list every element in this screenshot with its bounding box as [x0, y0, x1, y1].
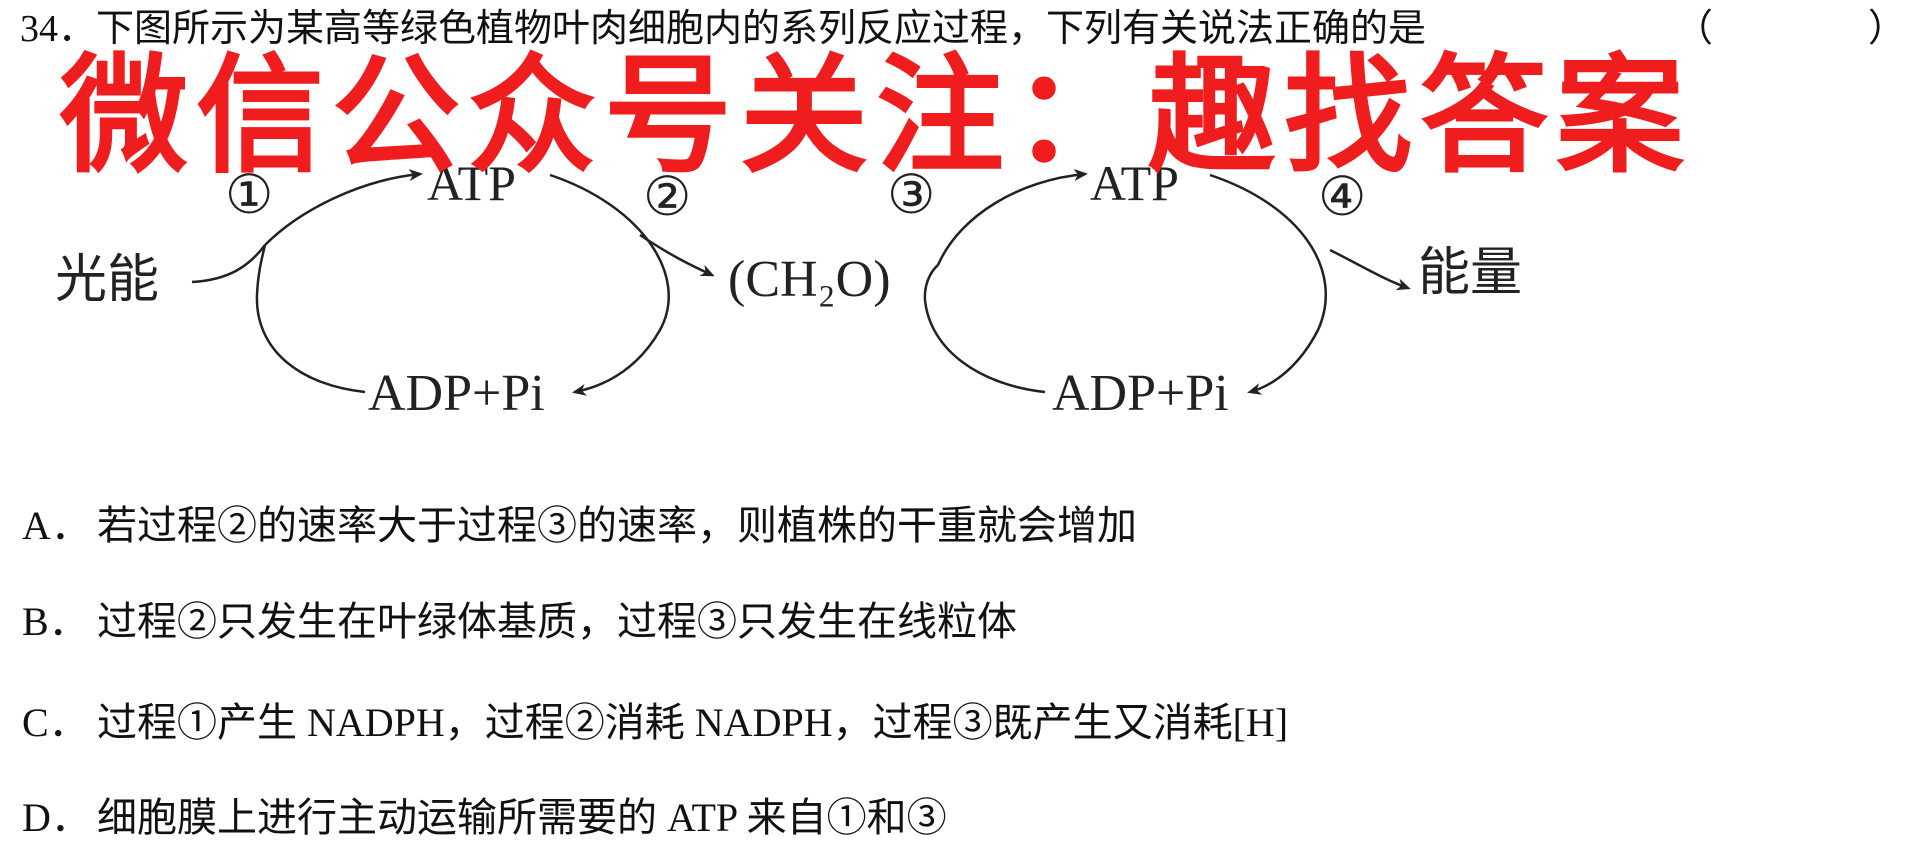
answer-paren-open: （: [1675, 8, 1714, 50]
arrow-step3: [936, 169, 1088, 266]
energy-label: 能量: [1418, 245, 1522, 302]
option-a[interactable]: A．若过程②的速率大于过程③的速率，则植株的干重就会增加: [22, 502, 1137, 550]
adp-pi-right-label: ADP+Pi: [1052, 365, 1229, 422]
atp-right-label: ATP: [1090, 155, 1179, 211]
arrow-atp-to-adp-right: [1209, 173, 1328, 395]
light-energy-label: 光能: [55, 252, 159, 309]
step4-label: ④: [1318, 167, 1366, 227]
arrow-step2: [639, 233, 715, 277]
atp-left-label: ATP: [427, 155, 516, 211]
arrow-adp-to-atp-right: [923, 264, 1046, 394]
option-b[interactable]: B．过程②只发生在叶绿体基质，过程③只发生在线粒体: [22, 598, 1017, 646]
answer-paren-close: ）: [1868, 8, 1907, 50]
arrow-atp-to-adp-left: [549, 173, 670, 396]
option-letter: C．: [22, 700, 89, 745]
option-letter: B．: [22, 599, 89, 644]
option-text: 过程②只发生在叶绿体基质，过程③只发生在线粒体: [97, 599, 1017, 644]
question-text: 下图所示为某高等绿色植物叶肉细胞内的系列反应过程，下列有关说法正确的是: [96, 8, 1427, 50]
option-text: 若过程②的速率大于过程③的速率，则植株的干重就会增加: [97, 503, 1137, 548]
ch2o-label: (CH₂O): [728, 251, 891, 308]
option-letter: D．: [22, 795, 91, 840]
option-text: 过程①产生 NADPH，过程②消耗 NADPH，过程③既产生又消耗[H]: [97, 700, 1289, 745]
arrow-step4: [1329, 248, 1411, 291]
watermark-text: 微信公众号关注：趣找答案: [60, 42, 1693, 191]
arrow-adp-to-atp-left: [255, 244, 366, 394]
question-stem: 34．下图所示为某高等绿色植物叶肉细胞内的系列反应过程，下列有关说法正确的是 （…: [20, 6, 1906, 52]
arrow-step1: [264, 169, 423, 246]
question-number: 34．: [20, 8, 97, 50]
option-c[interactable]: C．过程①产生 NADPH，过程②消耗 NADPH，过程③既产生又消耗[H]: [22, 699, 1288, 747]
step1-label: ①: [225, 165, 273, 225]
step2-label: ②: [643, 167, 691, 227]
option-text: 细胞膜上进行主动运输所需要的 ATP 来自①和③: [97, 795, 947, 840]
option-d[interactable]: D．细胞膜上进行主动运输所需要的 ATP 来自①和③: [22, 794, 947, 842]
step3-label: ③: [887, 165, 935, 225]
option-letter: A．: [22, 503, 91, 548]
light-energy-line: [191, 244, 266, 284]
adp-pi-left-label: ADP+Pi: [368, 365, 545, 422]
